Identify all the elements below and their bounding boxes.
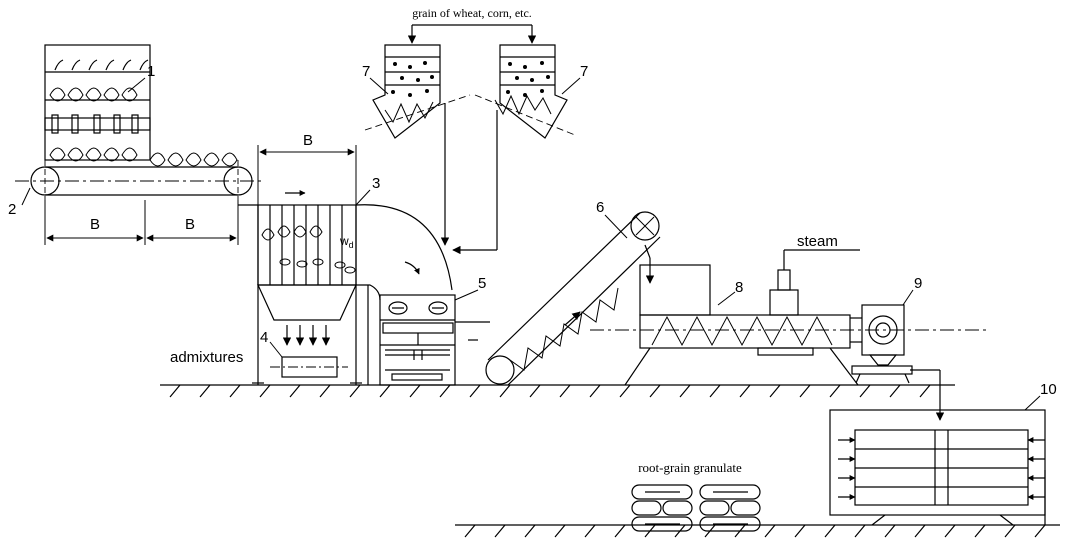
pelletizer [851,304,945,421]
dimension-b-top: B [303,132,313,149]
callout-9: 9 [914,275,922,292]
dimension-b-left: B [90,216,100,233]
callout-6: 6 [596,199,604,216]
admixtures-label: admixtures [170,349,243,366]
product-label: root-grain granulate [638,460,742,475]
steam-label: steam [797,233,838,250]
admixtures-tray [270,356,348,378]
steam-conditioner [590,244,990,386]
callout-7a: 7 [362,63,370,80]
callout-5: 5 [478,275,486,292]
dimension-b-right: B [185,216,195,233]
dryer [829,409,1046,526]
ground-upper [160,384,955,398]
hopper-axis-lines [364,94,576,136]
callout-8: 8 [735,279,743,296]
callout-3: 3 [372,175,380,192]
screw-conveyor [485,211,661,386]
grain-hopper-left [372,44,441,139]
dimension-lines [44,145,357,245]
callout-2: 2 [8,201,16,218]
root-conveyor [15,152,262,202]
ground-lower [455,524,1060,538]
grinder-mixer [379,294,490,386]
callout-leaders [21,77,1041,411]
velocity-label: wd [339,234,354,250]
grain-feed-label: grain of wheat, corn, etc. [412,6,532,20]
grain-feed-arrows [407,24,537,255]
callout-1: 1 [147,63,155,80]
separator-unit [238,190,362,385]
topping-unit [44,44,151,162]
callout-4: 4 [260,329,268,346]
transfer-chute [355,204,453,385]
callout-7b: 7 [580,63,588,80]
callout-10: 10 [1040,381,1057,398]
granulate-pellets [631,484,761,532]
grain-hopper-right [494,44,568,139]
